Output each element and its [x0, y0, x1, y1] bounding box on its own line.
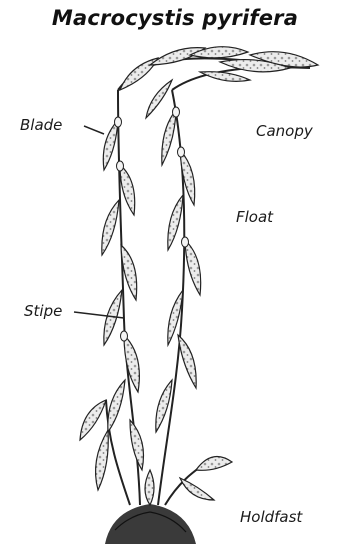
- holdfast: [105, 504, 196, 544]
- label-float: Float: [236, 208, 273, 226]
- canopy-blades: [120, 47, 318, 118]
- blades: [80, 110, 232, 505]
- label-stipe: Stipe: [24, 302, 62, 320]
- label-holdfast: Holdfast: [240, 508, 302, 526]
- label-canopy: Canopy: [256, 122, 313, 140]
- blade-pointer: [84, 126, 104, 134]
- label-blade: Blade: [20, 116, 62, 134]
